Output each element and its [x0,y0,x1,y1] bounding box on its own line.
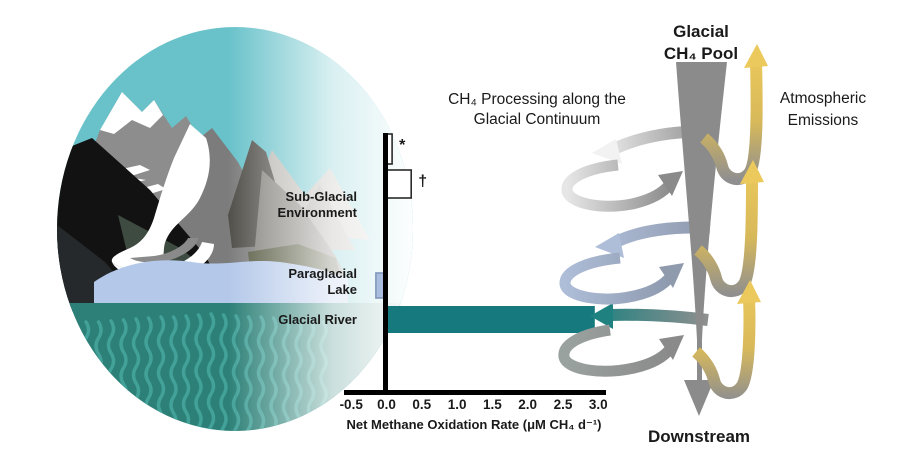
glacier [111,124,210,270]
bar-row-1 [385,169,413,199]
swirl-bottom-loop-arrowhead [659,335,684,360]
x-axis-title: Net Methane Oxidation Rate (μM CH₄ d⁻¹) [346,417,601,432]
emission-arrow-bottom-head [737,280,761,304]
pool-illustration: Glacial CH₄ Pool Atmospheric Emissions D… [558,22,866,446]
bars-layer: * † Sub-GlacialEnvironmentParaglacialLakeG… [278,133,595,333]
x-tick-label: -0.5 [340,397,364,412]
downstream-label: Downstream [648,427,750,446]
wave-line [181,314,191,431]
bar-row-3 [386,306,595,333]
x-tick-label: 1.0 [448,397,467,412]
glacial-landscape-illustration [57,27,413,431]
x-tick-label: 2.0 [518,397,537,412]
bar-marker-0: * [399,137,406,154]
snow-cap [100,92,163,134]
category-label: Glacial River [278,312,357,327]
swirl-top-loop [561,159,675,212]
category-label: Environment [278,205,358,220]
wave-line [194,313,203,431]
category-label: Paraglacial [288,266,357,281]
emission-arrow-mid-head [740,160,764,184]
emission-arrow-top [700,61,763,186]
swirl-mid-loop [559,252,676,305]
swirl-bottom-arrowhead [590,303,613,329]
pool-label-line2: CH₄ Pool [664,44,738,63]
swirl-bottom-loop [558,324,676,377]
wave-line [169,315,178,431]
chart-title-line1: CH₄ Processing along the [448,91,626,108]
wave-line [206,312,216,431]
emission-arrow-top-head [744,44,768,68]
swirl-top-loop-arrowhead [658,171,683,196]
bar-chart: CH₄ Processing along the Glacial Continu… [278,91,626,432]
glacier-inner-moraine [130,238,198,263]
category-label: Lake [327,282,357,297]
y-axis-spine [383,133,388,394]
swirl-top-arrowhead [592,139,622,164]
swirl-bottom-ribbon [607,308,709,326]
emission-arrow-mid [694,177,758,298]
pool-label-line1: Glacial [673,22,729,41]
x-axis-line [344,390,606,395]
chart-title-line2: Glacial Continuum [474,111,601,128]
swirl-mid-loop-arrowhead [659,263,684,288]
x-tick-label: 0.5 [412,397,431,412]
x-tick-labels: -0.5 0.0 0.5 1.0 1.5 2.0 2.5 3.0 [340,397,608,412]
category-label: Sub-Glacial [285,189,357,204]
x-tick-label: 1.5 [483,397,502,412]
emission-arrow-bottom [692,297,756,400]
wave-line [156,315,166,431]
fade-overlay [228,27,413,431]
x-tick-label: 2.5 [554,397,573,412]
x-tick-label: 0.0 [377,397,396,412]
swirl-mid-arrowhead [595,233,624,258]
bar-marker-1: † [418,173,427,190]
glacial-pool-arrowhead [684,380,714,416]
atmospheric-label-line2: Emissions [788,112,859,129]
x-tick-label: 3.0 [589,397,608,412]
wave-line [219,313,228,431]
atmospheric-label-line1: Atmospheric [780,90,866,107]
